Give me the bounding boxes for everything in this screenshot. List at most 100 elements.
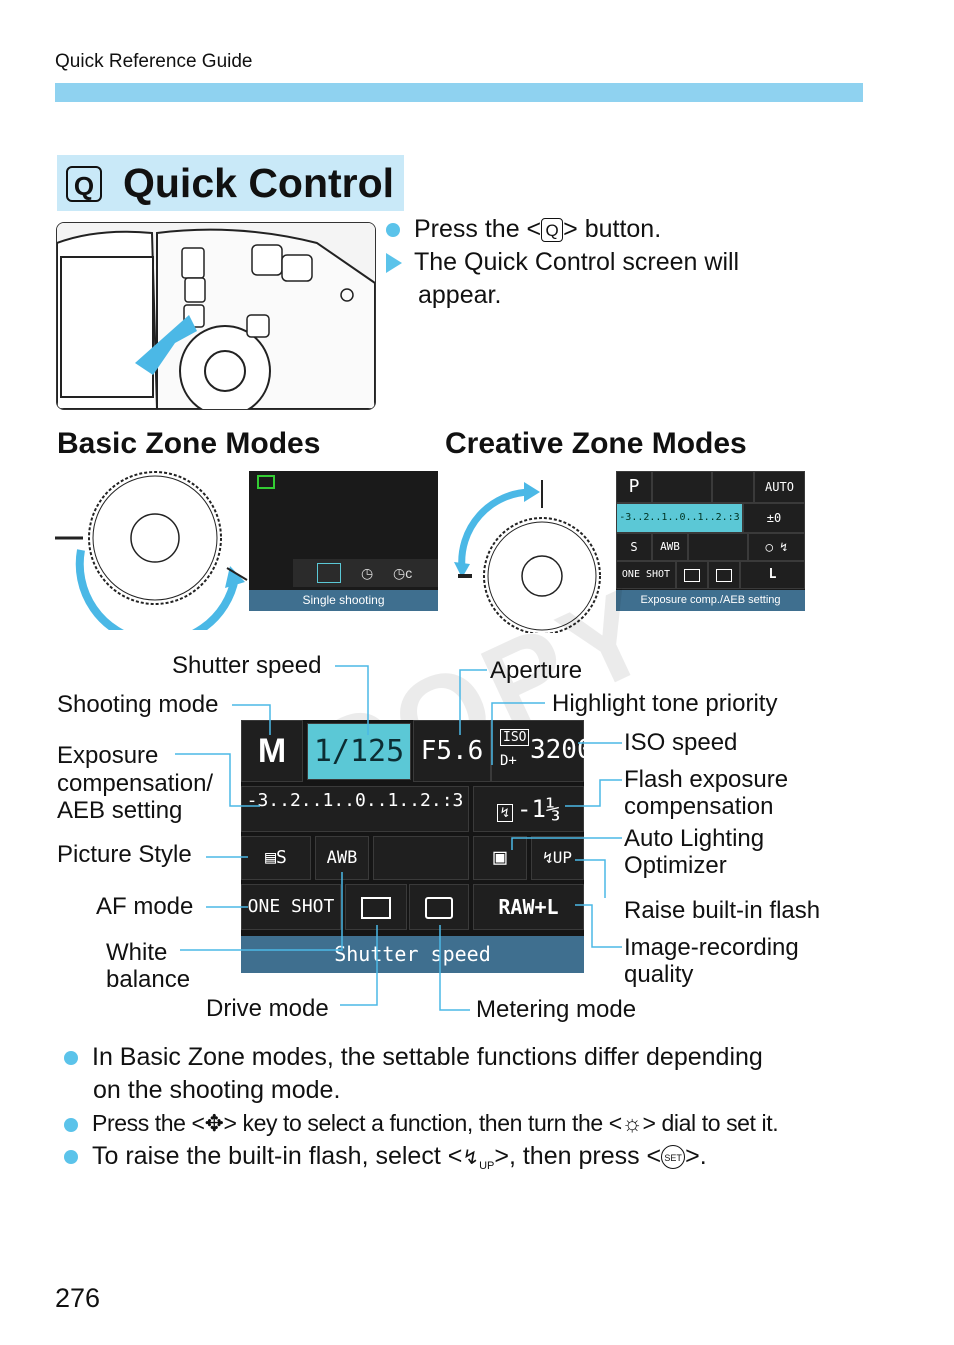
label-white-2: balance: [106, 966, 191, 993]
step-1-post: > button.: [563, 215, 662, 243]
note-3-post: >.: [685, 1142, 707, 1170]
note-2-mid: > key to select a function, then turn th…: [223, 1110, 622, 1136]
iso-label: ISO: [500, 729, 530, 746]
basic-quick-control-screen: ◷ ◷c Single shooting: [249, 471, 438, 611]
main-alo-cell: ▣: [473, 836, 527, 880]
creative-mode-dial: [450, 478, 615, 638]
label-highlight-tone: Highlight tone priority: [552, 690, 778, 717]
step-2-line1: The Quick Control screen will: [414, 248, 740, 276]
q-button-icon: Q: [66, 166, 102, 202]
green-square-icon: [257, 475, 275, 489]
creative-screen-caption: Exposure comp./AEB setting: [616, 590, 805, 611]
single-shooting-icon: [317, 563, 341, 583]
step-2-line2: appear.: [418, 281, 502, 309]
page-number: 276: [55, 1283, 101, 1313]
creative-empty-cell: [652, 471, 712, 503]
creative-empty-cell-2: [712, 471, 754, 503]
label-aperture: Aperture: [490, 657, 583, 684]
bullet-dot-icon: [64, 1150, 78, 1165]
note-3-pre: To raise the built-in flash, select <: [92, 1142, 463, 1170]
creative-exposure-cell: -3..2..1..0..1..2.:3: [616, 503, 743, 533]
creative-metering-cell: [708, 561, 740, 589]
cross-key-icon: ✥: [204, 1110, 224, 1136]
step-1-pre: Press the <: [414, 215, 542, 243]
note-1: In Basic Zone modes, the settable functi…: [64, 1041, 763, 1074]
main-picture-style-cell: ▤S: [241, 836, 311, 880]
main-quick-control-screen: M 1/125 F5.6 ISO D+ 3200 -3..2..1..0..1.…: [241, 720, 593, 973]
main-flash-comp-cell: ↯-1⅓: [473, 786, 584, 832]
creative-drive-cell: [676, 561, 708, 589]
creative-iso-cell: AUTO: [754, 471, 805, 503]
creative-zone-heading: Creative Zone Modes: [445, 427, 747, 460]
label-exposure-3: AEB setting: [57, 797, 183, 824]
creative-empty-cell-3: [688, 533, 748, 561]
main-metering-cell: [409, 884, 469, 930]
label-white-1: White: [106, 939, 168, 966]
q-key-icon: Q: [541, 218, 564, 243]
label-af-mode: AF mode: [96, 893, 194, 920]
label-shooting-mode: Shooting mode: [57, 691, 219, 718]
note-1-line2: on the shooting mode.: [93, 1076, 341, 1104]
self-timer-c-icon: ◷c: [393, 565, 413, 581]
flash-comp-value: -1⅓: [517, 795, 561, 823]
label-exposure-1: Exposure: [57, 742, 159, 769]
self-timer-icon: ◷: [361, 565, 374, 581]
creative-quality-cell: L: [740, 561, 805, 589]
main-dial-icon: ☼: [621, 1110, 643, 1136]
main-quality-cell: RAW+L: [473, 884, 584, 930]
creative-flash-cell: ±0: [743, 503, 805, 533]
main-shutter-cell: 1/125: [307, 723, 411, 780]
main-exposure-cell: -3..2..1..0..1..2.:3: [241, 786, 469, 832]
label-drive-mode: Drive mode: [206, 995, 329, 1022]
note-2: Press the <✥> key to select a function, …: [64, 1107, 779, 1140]
set-button-icon: SET: [661, 1145, 686, 1170]
step-1: Press the <Q> button.: [386, 213, 661, 246]
camera-back-photo: [56, 222, 376, 410]
label-irq-2: quality: [624, 961, 694, 988]
creative-picture-style-cell: S: [616, 533, 652, 561]
main-mode-cell: M: [241, 720, 303, 782]
dplus-label: D+: [500, 753, 517, 769]
main-aperture-cell: F5.6: [413, 720, 491, 782]
note-2-post: > dial to set it.: [642, 1110, 779, 1136]
header-bar: [55, 83, 863, 102]
step-2: The Quick Control screen will: [386, 246, 739, 279]
creative-wb-cell: AWB: [652, 533, 688, 561]
main-af-cell: ONE SHOT: [241, 884, 341, 930]
arrow-result-icon: [386, 253, 402, 274]
note-1-line1: In Basic Zone modes, the settable functi…: [92, 1043, 763, 1071]
main-screen-caption: Shutter speed: [241, 936, 584, 973]
main-drive-cell: [345, 884, 407, 930]
bullet-dot-icon: [64, 1117, 78, 1132]
note-3-mid: >, then press <: [494, 1142, 662, 1170]
label-iso-speed: ISO speed: [624, 729, 738, 756]
bullet-dot-icon: [64, 1051, 78, 1066]
label-flash-exp-1: Flash exposure: [624, 766, 789, 793]
creative-af-cell: ONE SHOT: [616, 561, 676, 589]
label-picture-style: Picture Style: [57, 841, 192, 868]
label-raise-flash: Raise built-in flash: [624, 897, 821, 924]
creative-alo-flash-cell: ◯ ↯: [748, 533, 805, 561]
label-exposure-2: compensation/: [57, 770, 214, 797]
flash-up-label: UP: [552, 848, 572, 867]
flash-up-icon: ↯UP: [462, 1147, 495, 1172]
main-flash-up-cell: ↯UP: [531, 836, 584, 880]
note-2-pre: Press the <: [92, 1110, 205, 1136]
iso-value: 3200: [530, 735, 593, 765]
header-title: Quick Reference Guide: [55, 51, 253, 72]
label-metering-mode: Metering mode: [476, 996, 637, 1023]
basic-zone-heading: Basic Zone Modes: [57, 427, 321, 460]
main-empty-cell: [373, 836, 469, 880]
creative-quick-control-screen: P AUTO -3..2..1..0..1..2.:3 ±0 S AWB ◯ ↯…: [616, 471, 805, 611]
drive-row: ◷ ◷c: [293, 559, 438, 587]
section-title-box: [57, 155, 404, 211]
basic-screen-caption: Single shooting: [249, 590, 438, 611]
label-alo-1: Auto Lighting: [624, 825, 765, 852]
label-alo-2: Optimizer: [624, 852, 727, 879]
main-iso-cell: ISO D+ 3200: [491, 720, 593, 782]
note-3: To raise the built-in flash, select <↯UP…: [64, 1140, 707, 1183]
creative-mode-cell: P: [616, 471, 652, 503]
bullet-dot-icon: [386, 223, 400, 238]
section-title: Quick Control: [123, 160, 395, 206]
